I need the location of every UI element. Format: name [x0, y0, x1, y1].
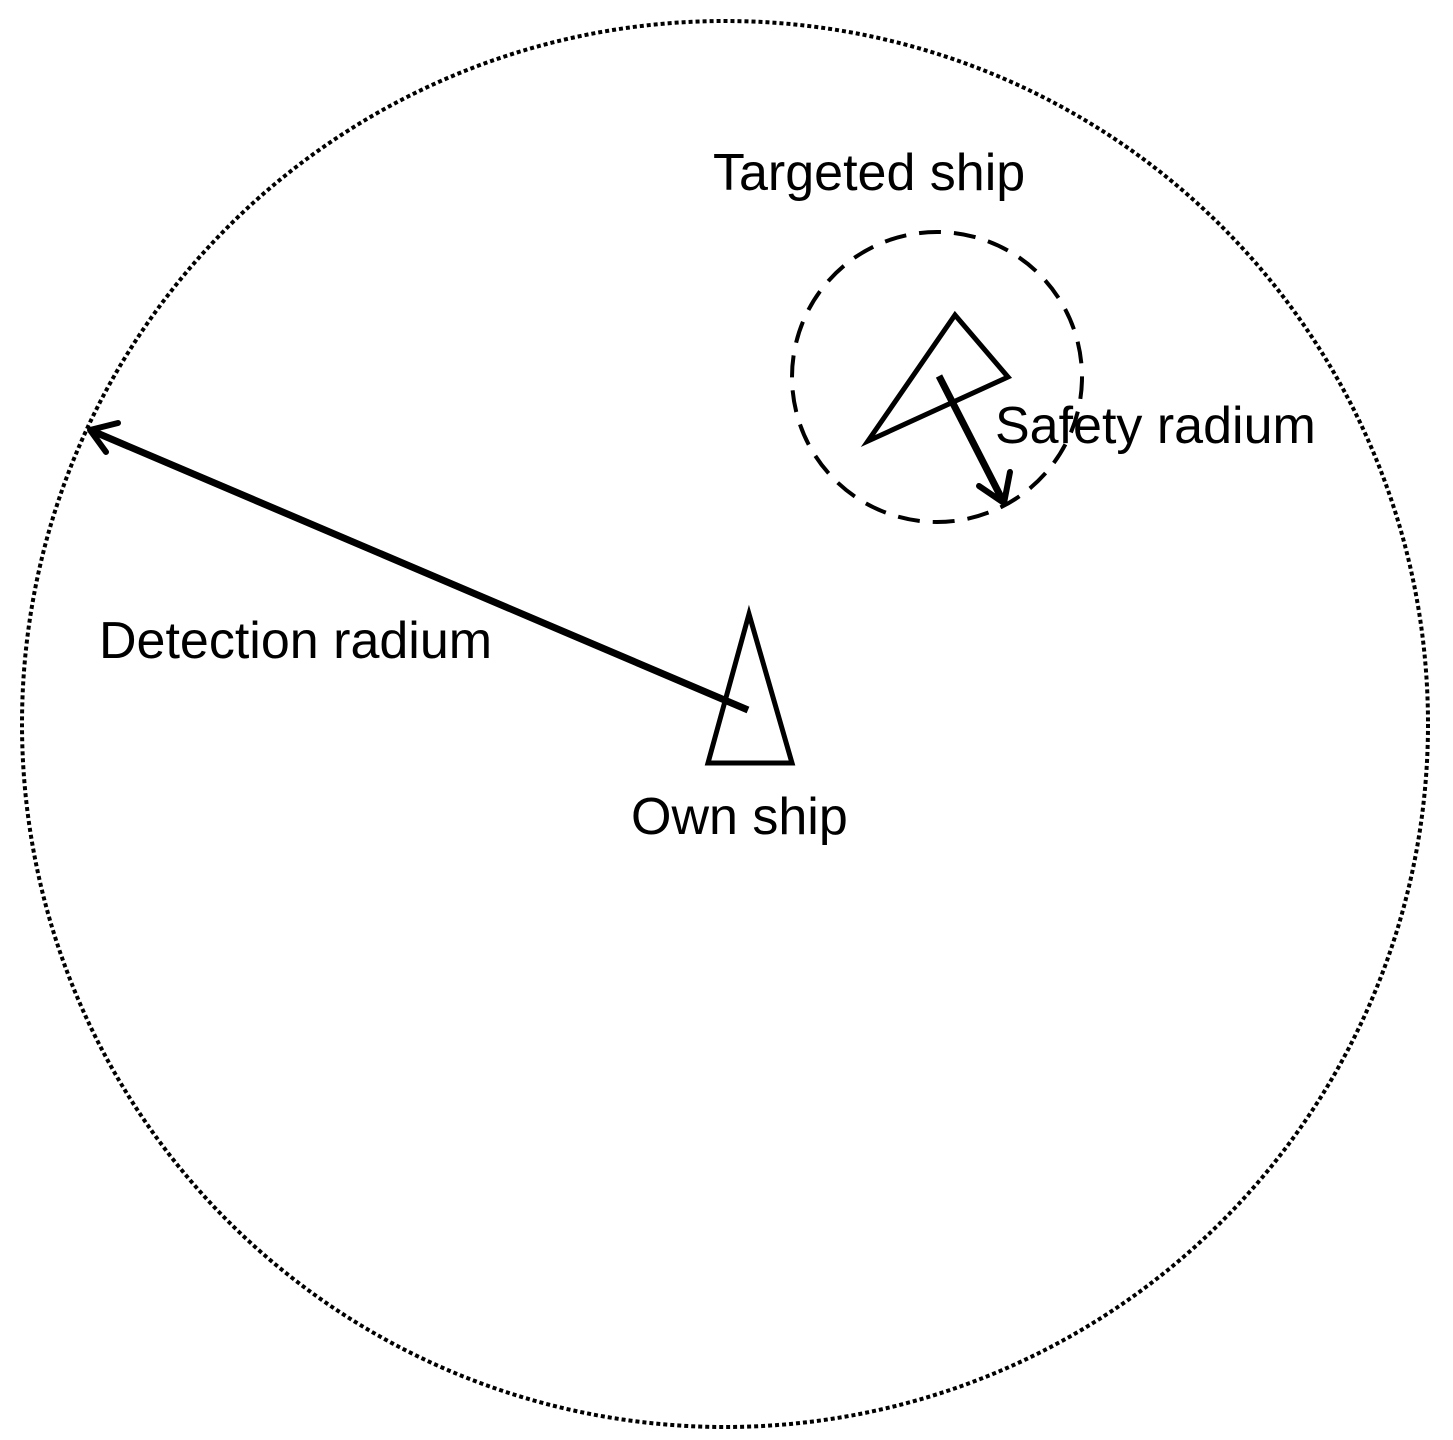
detection-radius-arrow: [87, 420, 750, 714]
own-ship-triangle: [704, 604, 796, 766]
targeted-ship-label: Targeted ship: [713, 144, 1025, 202]
detection-range-circle: [20, 19, 1430, 1429]
targeted-ship-triangle: [860, 310, 1013, 448]
safety-circle: [790, 230, 1084, 524]
own-ship-label: Own ship: [631, 788, 848, 846]
detection-radius-label: Detection radium: [99, 612, 492, 670]
safety-radius-label: Safety radium: [995, 397, 1316, 455]
safety-radius-arrow: [935, 374, 1013, 506]
